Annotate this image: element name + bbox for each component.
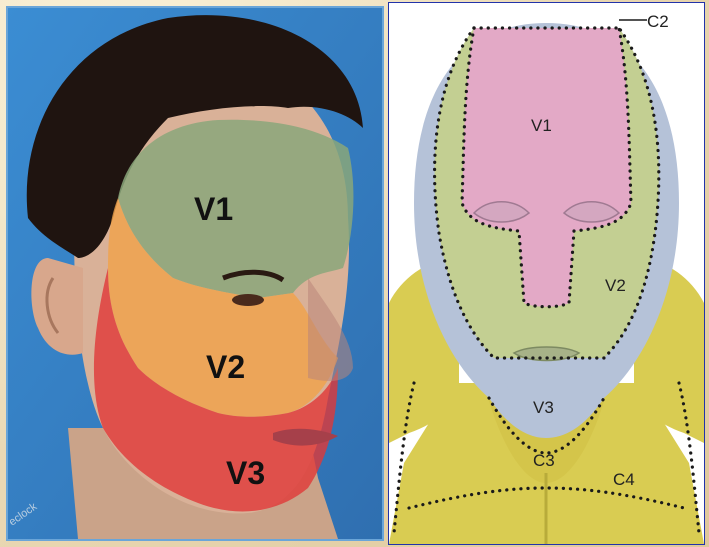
v2-label: V2 xyxy=(206,349,245,385)
eye xyxy=(232,294,264,306)
illustration-panel: C2 V1 V2 V3 C3 C4 xyxy=(388,2,705,545)
photo-panel: V1 V2 V3 eclock xyxy=(6,6,384,541)
illustration-figure: C2 V1 V2 V3 C3 C4 xyxy=(389,3,704,544)
c4-label: C4 xyxy=(613,470,635,489)
photo-figure: V1 V2 V3 eclock xyxy=(8,8,382,539)
v3-label: V3 xyxy=(533,398,554,417)
v2-label: V2 xyxy=(605,276,626,295)
c2-label: C2 xyxy=(647,12,669,31)
v1-label: V1 xyxy=(194,191,233,227)
c3-label: C3 xyxy=(533,451,555,470)
v1-label: V1 xyxy=(531,116,552,135)
v3-label: V3 xyxy=(226,455,265,491)
